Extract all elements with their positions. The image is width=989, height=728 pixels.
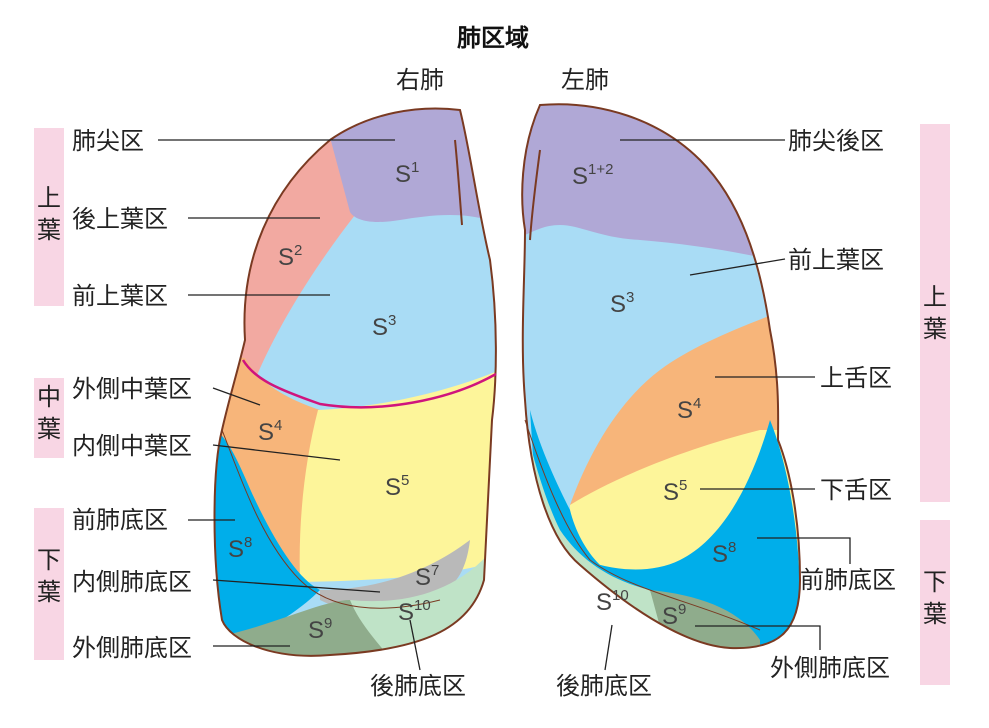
segment-label-right-s1: S1 (395, 159, 419, 188)
right-label-posterior-basal: 後肺底区 (370, 672, 466, 700)
segment-label-left-s10: S10 (596, 587, 629, 616)
right-label-anterior-basal: 前肺底区 (72, 506, 168, 534)
left-label-apicoposterior: 肺尖後区 (788, 127, 884, 155)
right-label-medial-middle: 内側中葉区 (72, 432, 192, 460)
right-label-lateral-basal: 外側肺底区 (72, 634, 192, 662)
left-lung (522, 104, 800, 649)
left-lobe-upper-char1: 上 (923, 283, 947, 311)
right-lobe-upper: 上葉 (37, 184, 61, 244)
right-lobe-upper-char2: 葉 (37, 216, 61, 244)
right-lobe-lower-char2: 葉 (37, 578, 61, 606)
right-label-apical: 肺尖区 (72, 127, 144, 155)
left-label-posterior-basal: 後肺底区 (556, 672, 652, 700)
segment-label-right-s5: S5 (385, 472, 409, 501)
right-lung (214, 108, 496, 656)
segment-label-right-s3: S3 (372, 312, 396, 341)
segment-right-s1 (320, 108, 496, 225)
left-label-inferior-lingular: 下舌区 (820, 476, 892, 504)
lobe-band-right-lower (34, 508, 64, 660)
segment-right-s5 (299, 370, 496, 582)
right-lobe-lower-char1: 下 (37, 546, 61, 574)
left-label-lateral-basal: 外側肺底区 (770, 654, 890, 682)
right-lung-outline (213, 107, 497, 657)
left-lung-inner-fold (529, 149, 541, 241)
right-lobe-upper-char1: 上 (37, 184, 61, 212)
left-label-superior-lingular: 上舌区 (820, 364, 892, 392)
right-lobe-middle: 中葉 (37, 383, 61, 443)
segment-label-right-s9: S9 (308, 615, 332, 644)
right-lobe-middle-char2: 葉 (37, 415, 61, 443)
segment-label-right-s2: S2 (278, 242, 302, 271)
left-lung-outline (521, 103, 802, 650)
lobe-band-left-upper (920, 124, 950, 502)
left-label-anterior-basal: 前肺底区 (800, 566, 896, 594)
right-horizontal-fissure (241, 359, 497, 409)
segment-label-left-s4: S4 (677, 395, 701, 424)
right-lung-heading: 右肺 (396, 66, 444, 94)
left-lobe-lower-char2: 葉 (923, 600, 947, 628)
lobe-band-right-upper (34, 128, 64, 306)
right-leader-lines (158, 139, 421, 671)
lobe-band-left-lower (920, 520, 950, 685)
segment-label-right-s7: S7 (415, 562, 439, 591)
left-leader-lines (604, 139, 851, 671)
left-lung-heading: 左肺 (561, 66, 609, 94)
right-label-medial-basal: 内側肺底区 (72, 568, 192, 596)
right-oblique-fissure (221, 429, 441, 609)
segment-label-right-s8: S8 (228, 534, 252, 563)
segment-label-left-s8: S8 (712, 539, 736, 568)
segment-label-right-s10: S10 (398, 597, 431, 626)
left-lobe-upper-char2: 葉 (923, 315, 947, 343)
right-lung-inner-fold (454, 139, 463, 226)
right-label-posterior: 後上葉区 (72, 205, 168, 233)
left-label-anterior: 前上葉区 (788, 246, 884, 274)
segment-label-left-s3: S3 (610, 289, 634, 318)
right-lobe-middle-char1: 中 (37, 383, 61, 411)
right-label-anterior: 前上葉区 (72, 282, 168, 310)
lobe-band-right-middle (34, 378, 64, 458)
left-lobe-lower-char1: 下 (923, 568, 947, 596)
left-oblique-fissure (524, 419, 761, 631)
segment-label-left-s5: S5 (663, 477, 687, 506)
segment-label-left-s9: S9 (662, 601, 686, 630)
right-label-lateral-middle: 外側中葉区 (72, 375, 192, 403)
segment-right-s8 (214, 420, 320, 650)
left-lobe-upper: 上葉 (923, 283, 947, 343)
right-lobe-lower: 下葉 (37, 546, 61, 606)
segment-label-left-s1-2: S1+2 (572, 161, 613, 190)
left-lobe-lower: 下葉 (923, 568, 947, 628)
segment-label-right-s4: S4 (258, 417, 282, 446)
diagram-title: 肺区域 (457, 24, 529, 52)
